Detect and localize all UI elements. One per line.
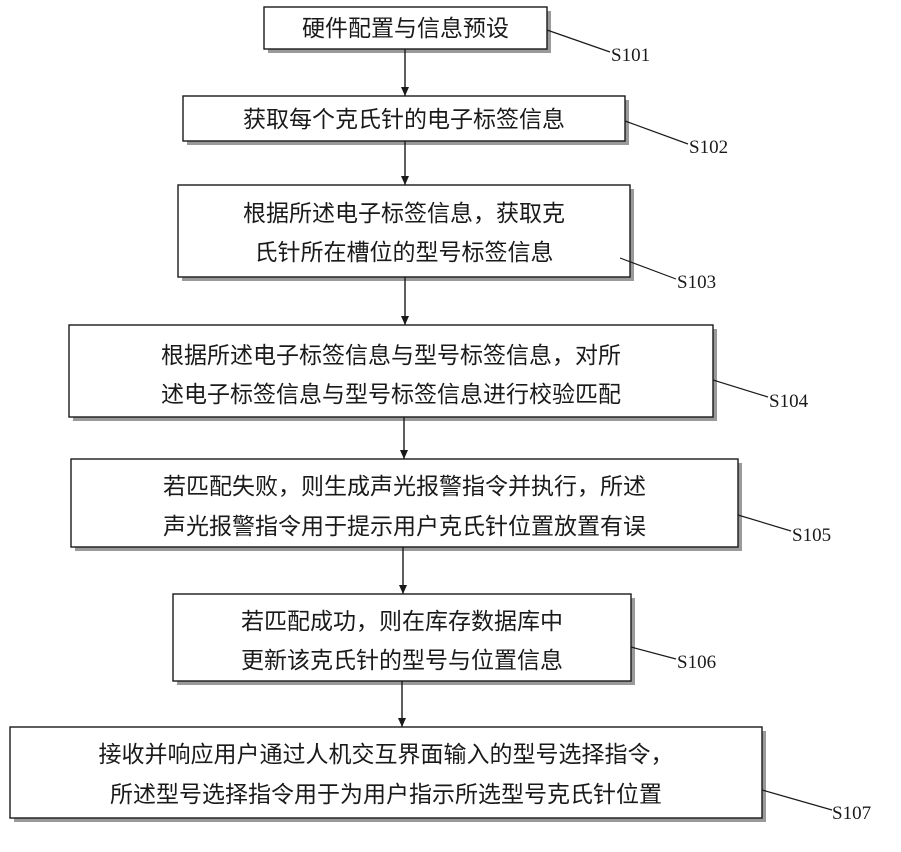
step-text-line: 硬件配置与信息预设 xyxy=(302,16,509,42)
step-text-line: 根据所述电子标签信息与型号标签信息，对所 xyxy=(161,343,621,369)
step-s107: 接收并响应用户通过人机交互界面输入的型号选择指令， 所述型号选择指令用于为用户指… xyxy=(10,727,871,824)
step-label: S101 xyxy=(611,45,650,66)
step-text-line: 氏针所在槽位的型号标签信息 xyxy=(255,240,554,266)
step-text-line: 声光报警指令用于提示用户克氏针位置放置有误 xyxy=(163,514,646,540)
step-s105: 若匹配失败，则生成声光报警指令并执行，所述 声光报警指令用于提示用户克氏针位置放… xyxy=(71,459,831,551)
step-text-line: 根据所述电子标签信息，获取克 xyxy=(243,201,565,227)
step-text-line: 若匹配失败，则生成声光报警指令并执行，所述 xyxy=(163,474,646,500)
step-text-line: 述电子标签信息与型号标签信息进行校验匹配 xyxy=(161,382,621,408)
step-label: S107 xyxy=(832,803,871,824)
step-label: S103 xyxy=(677,272,716,293)
leader-line xyxy=(713,380,768,397)
step-label: S102 xyxy=(689,137,728,158)
step-s101: 硬件配置与信息预设 S101 xyxy=(264,7,650,66)
step-s102: 获取每个克氏针的电子标签信息 S102 xyxy=(183,96,728,158)
step-s106: 若匹配成功，则在库存数据库中 更新该克氏针的型号与位置信息 S106 xyxy=(173,594,716,685)
step-text-line: 所述型号选择指令用于为用户指示所选型号克氏针位置 xyxy=(110,782,662,808)
step-text-line: 接收并响应用户通过人机交互界面输入的型号选择指令， xyxy=(99,742,674,768)
step-label: S105 xyxy=(792,525,831,546)
leader-line xyxy=(631,647,676,659)
leader-line xyxy=(625,121,688,144)
step-s103: 根据所述电子标签信息，获取克 氏针所在槽位的型号标签信息 S103 xyxy=(178,185,716,293)
step-text-line: 更新该克氏针的型号与位置信息 xyxy=(241,648,563,674)
step-label: S104 xyxy=(769,391,809,412)
step-label: S106 xyxy=(677,652,716,673)
step-text-line: 获取每个克氏针的电子标签信息 xyxy=(243,107,565,133)
step-text-line: 若匹配成功，则在库存数据库中 xyxy=(241,609,563,635)
leader-line xyxy=(738,515,791,531)
leader-line xyxy=(547,30,610,52)
leader-line xyxy=(762,790,832,810)
step-s104: 根据所述电子标签信息与型号标签信息，对所 述电子标签信息与型号标签信息进行校验匹… xyxy=(69,325,809,421)
